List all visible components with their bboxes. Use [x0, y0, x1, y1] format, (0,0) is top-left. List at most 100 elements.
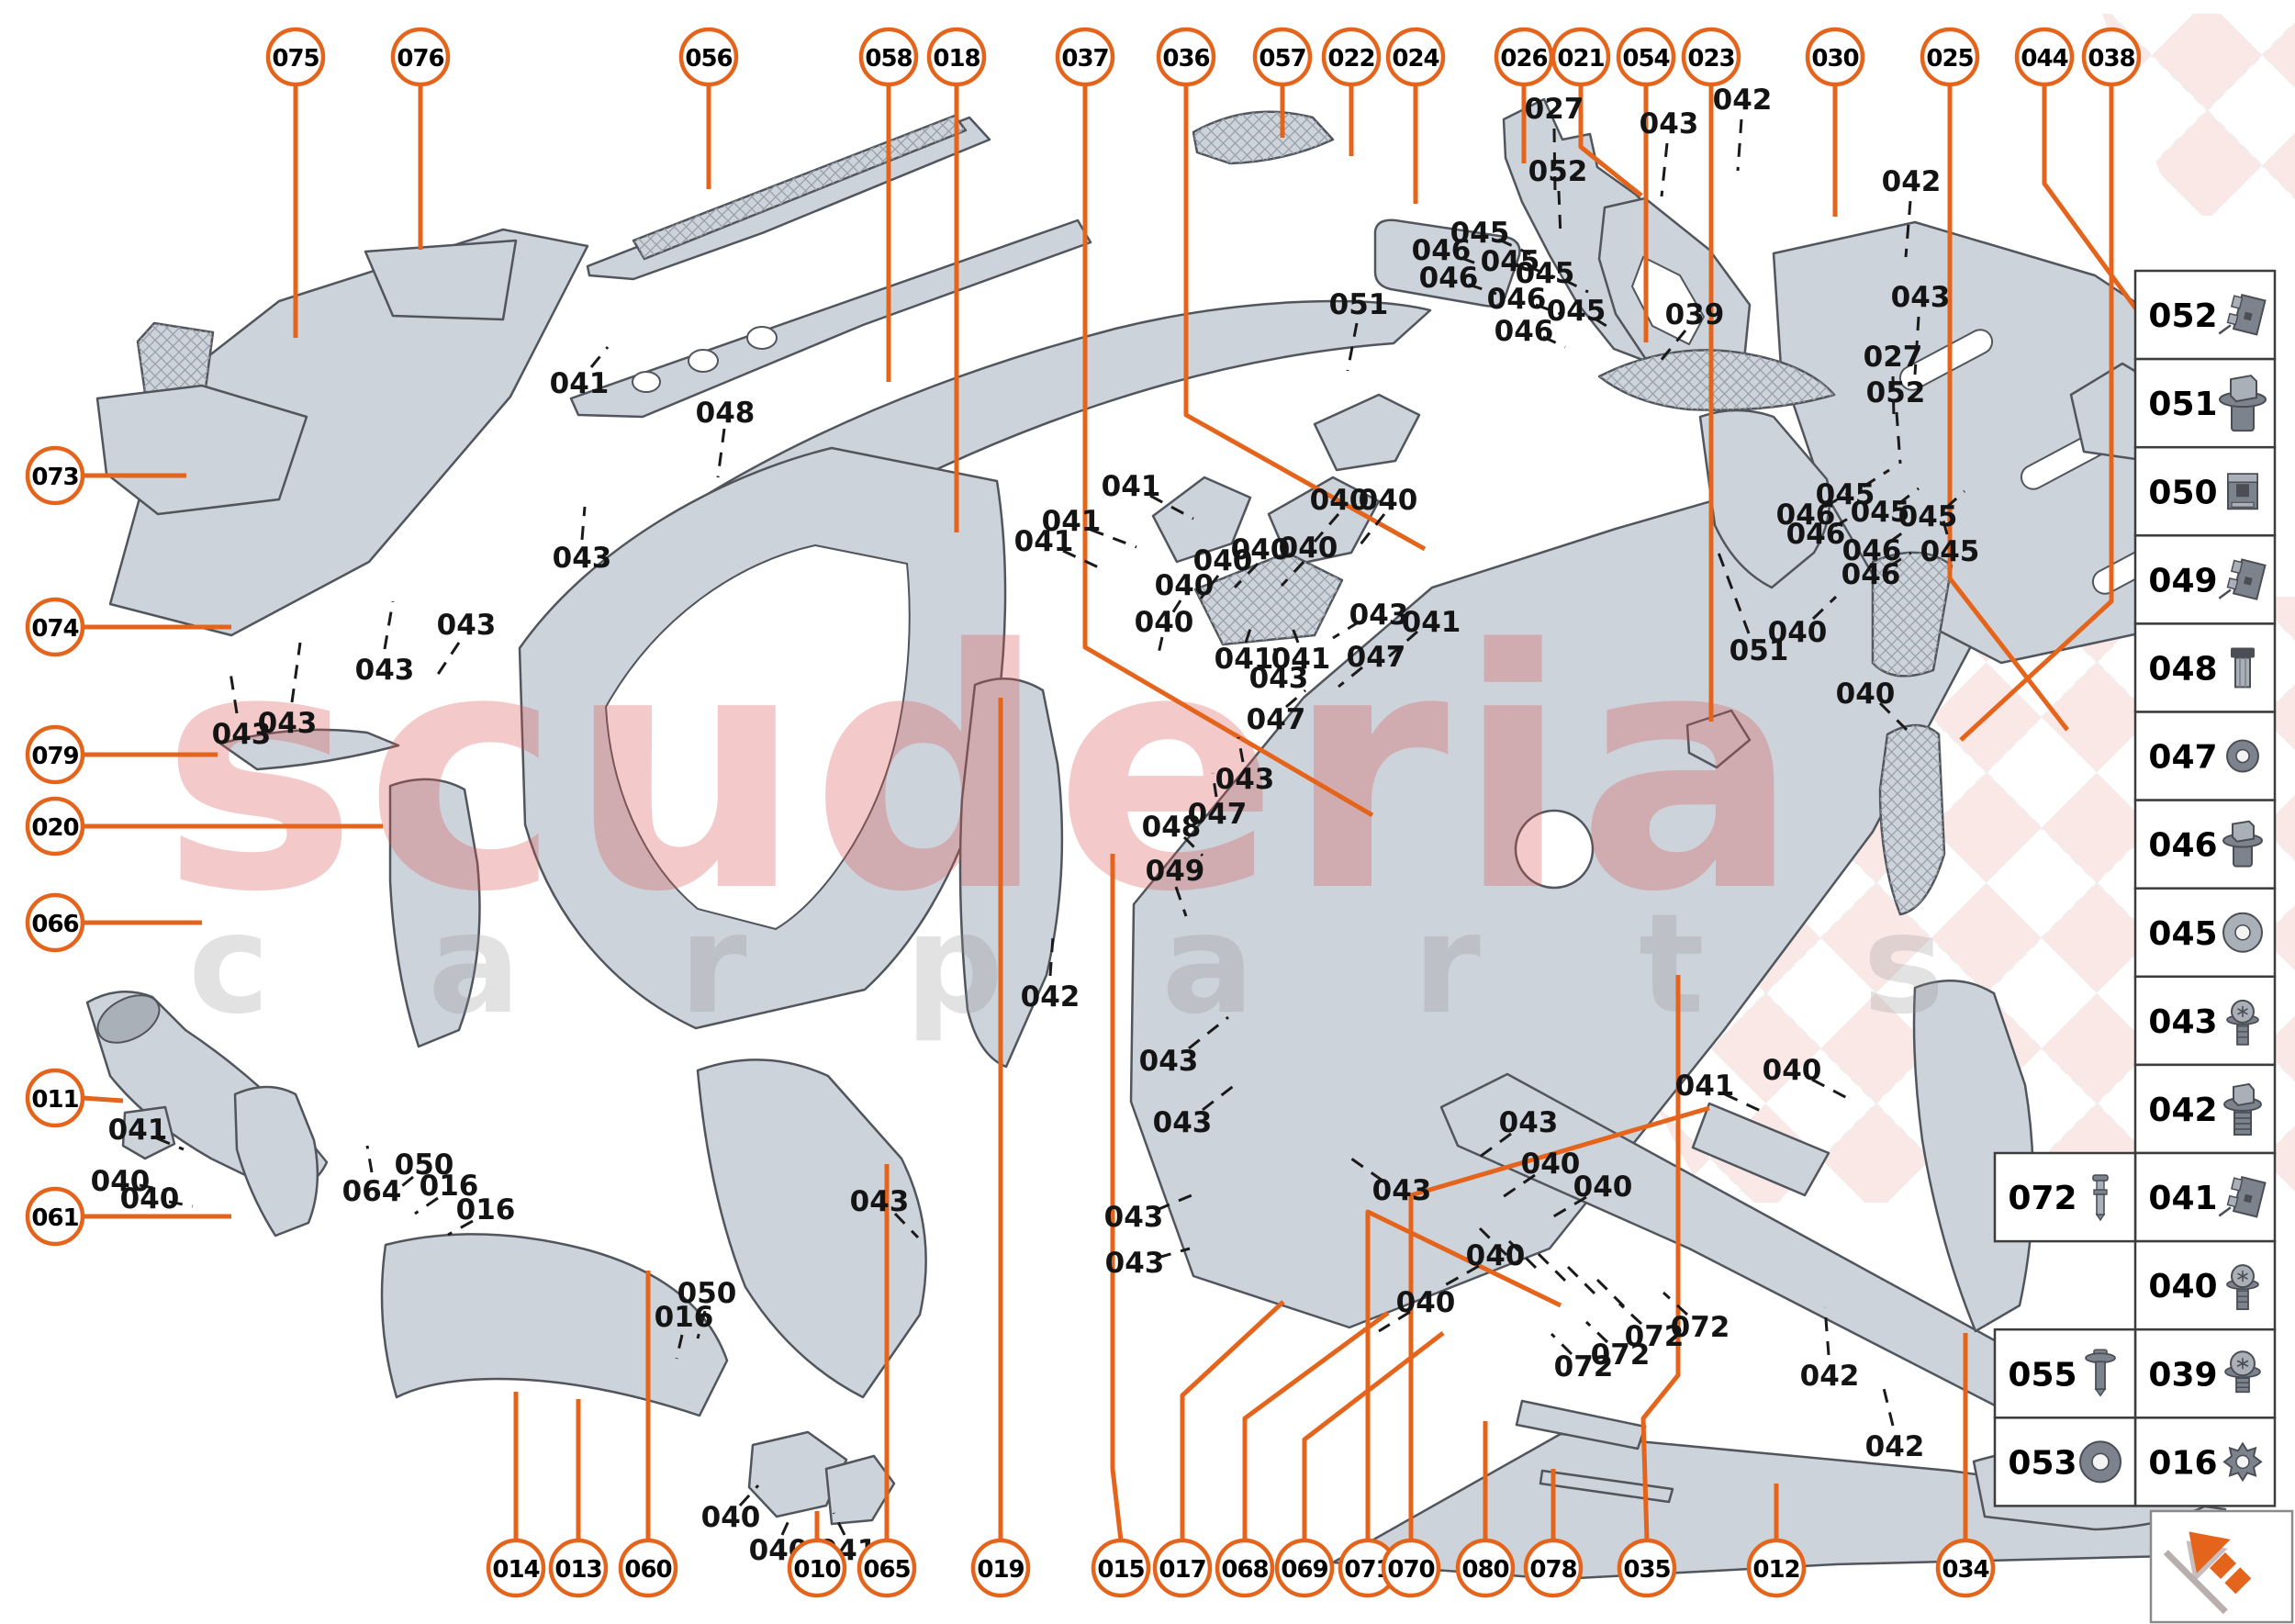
part-label: 042 — [1800, 1360, 1860, 1393]
dashed-leader — [1944, 489, 1966, 510]
callout-bubble[interactable]: 019 — [970, 1538, 1031, 1598]
callout-bubble[interactable]: 068 — [1215, 1538, 1275, 1598]
callout-bubble[interactable]: 078 — [1523, 1538, 1584, 1598]
callout-bubble[interactable]: 034 — [1935, 1538, 1996, 1598]
part-shape[interactable] — [824, 1454, 896, 1526]
dashed-leader — [1882, 1387, 1895, 1427]
part-shape[interactable] — [218, 728, 400, 771]
callout-bubble[interactable]: 076 — [390, 27, 451, 87]
part-label: 050 — [677, 1277, 737, 1310]
dashed-leader — [383, 600, 395, 650]
part-shape[interactable] — [380, 1233, 729, 1417]
callout-bubble[interactable]: 018 — [926, 27, 987, 87]
callout-bubble[interactable]: 075 — [265, 27, 326, 87]
legend-row-047[interactable]: 047 — [2133, 711, 2277, 801]
callout-bubble[interactable]: 015 — [1091, 1538, 1151, 1598]
part-shape[interactable] — [696, 1058, 927, 1399]
part-shape[interactable] — [1912, 980, 2034, 1333]
callout-bubble[interactable]: 054 — [1616, 27, 1676, 87]
callout-bubble[interactable]: 061 — [25, 1186, 85, 1247]
part-shape[interactable] — [1691, 1102, 1830, 1197]
callout-bubble[interactable]: 017 — [1152, 1538, 1213, 1598]
callout-bubble[interactable]: 020 — [25, 796, 85, 857]
callout-bubble[interactable]: 030 — [1805, 27, 1865, 87]
callout-bubble[interactable]: 044 — [2014, 27, 2075, 87]
screw-short-icon — [2224, 1350, 2261, 1394]
callout-bubble[interactable]: 022 — [1321, 27, 1382, 87]
part-shape[interactable] — [121, 1105, 176, 1160]
legend-row-046[interactable]: 046 — [2133, 799, 2277, 890]
leader-line — [1180, 1300, 1285, 1540]
part-shape[interactable] — [1685, 709, 1752, 769]
legend-row-049[interactable]: 049 — [2133, 534, 2277, 625]
callout-bubble[interactable]: 010 — [787, 1538, 847, 1598]
dashed-leader — [1507, 1239, 1539, 1271]
part-shape[interactable] — [388, 778, 481, 1048]
callout-bubble[interactable]: 069 — [1274, 1538, 1335, 1598]
part-shape[interactable] — [1313, 393, 1421, 472]
part-shape[interactable] — [364, 239, 518, 321]
callout-bubble[interactable]: 011 — [25, 1068, 85, 1128]
callout-bubble[interactable]: 026 — [1494, 27, 1554, 87]
part-shape[interactable] — [1151, 476, 1252, 564]
callout-bubble[interactable]: 080 — [1455, 1538, 1516, 1598]
callout-bubble[interactable]: 079 — [25, 724, 85, 785]
legend-row-045[interactable]: 045 — [2133, 887, 2277, 979]
legend-row-051[interactable]: 051 — [2133, 357, 2277, 449]
dashed-leader — [1174, 886, 1188, 917]
callout-number: 057 — [1259, 45, 1305, 73]
legend-row-055[interactable]: 055 — [1993, 1327, 2137, 1419]
dashed-leader — [1313, 513, 1340, 543]
scuderia-arrow-logo — [2163, 1531, 2252, 1615]
dashed-leader — [580, 506, 587, 541]
callout-bubble[interactable]: 036 — [1156, 27, 1216, 87]
callout-bubble[interactable]: 021 — [1551, 27, 1611, 87]
callout-bubble[interactable]: 035 — [1617, 1538, 1677, 1598]
part-shape[interactable] — [1373, 218, 1521, 308]
legend-row-040[interactable]: 040 — [2133, 1239, 2277, 1331]
callout-bubble[interactable]: 023 — [1681, 27, 1741, 87]
callout-bubble[interactable]: 070 — [1381, 1538, 1441, 1598]
legend-row-016[interactable]: 016 — [2133, 1417, 2277, 1507]
callout-bubble[interactable]: 025 — [1920, 27, 1980, 87]
callout-bubble[interactable]: 066 — [25, 892, 85, 953]
part-label: 072 — [1625, 1320, 1685, 1353]
callout-bubble[interactable]: 024 — [1385, 27, 1446, 87]
legend-row-048[interactable]: 048 — [2133, 622, 2277, 713]
part-shape[interactable] — [1698, 409, 1831, 589]
part-shape[interactable] — [958, 678, 1064, 1069]
part-shape[interactable] — [1539, 1469, 1674, 1504]
legend-row-053[interactable]: 053 — [1993, 1417, 2137, 1507]
part-label: 046 — [1842, 558, 1901, 591]
part-shape[interactable] — [747, 1430, 848, 1518]
callout-bubble[interactable]: 013 — [548, 1538, 609, 1598]
callout-bubble[interactable]: 014 — [486, 1538, 546, 1598]
callout-bubble[interactable]: 037 — [1055, 27, 1115, 87]
legend-row-041[interactable]: 041 — [2133, 1151, 2277, 1243]
callout-bubble[interactable]: 057 — [1252, 27, 1313, 87]
callout-bubble[interactable]: 058 — [858, 27, 919, 87]
callout-bubble[interactable]: 074 — [25, 597, 85, 657]
leader-line — [1578, 84, 1643, 197]
star-icon — [2222, 1441, 2263, 1483]
callout-bubble[interactable]: 065 — [856, 1538, 917, 1598]
callout-bubble[interactable]: 038 — [2081, 27, 2142, 87]
part-detail — [96, 994, 161, 1044]
legend-row-039[interactable]: 039 — [2133, 1327, 2277, 1419]
legend-row-043[interactable]: 043 — [2133, 975, 2277, 1067]
dashed-leader — [1202, 1080, 1240, 1112]
part-shape[interactable] — [233, 1085, 319, 1238]
part-hole — [688, 349, 719, 373]
callout-bubble[interactable]: 012 — [1746, 1538, 1807, 1598]
callout-bubble[interactable]: 060 — [618, 1538, 678, 1598]
legend-row-052[interactable]: 052 — [2133, 269, 2277, 361]
dashed-leader — [832, 1512, 846, 1536]
legend-row-042[interactable]: 042 — [2133, 1063, 2277, 1155]
legend-row-072[interactable]: 072 — [1993, 1151, 2137, 1243]
legend-row-050[interactable]: 050 — [2133, 445, 2277, 537]
part-label: 041 — [1042, 505, 1102, 538]
part-label: 047 — [1347, 641, 1406, 674]
part-shape[interactable] — [1515, 1399, 1647, 1450]
callout-bubble[interactable]: 056 — [678, 27, 739, 87]
callout-bubble[interactable]: 073 — [25, 445, 85, 506]
